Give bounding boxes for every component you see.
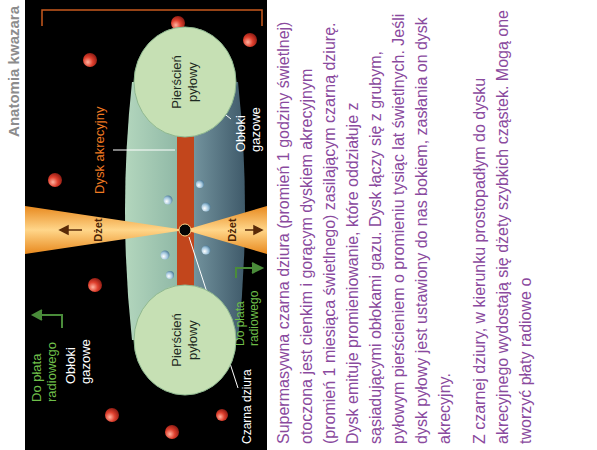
gas-clouds <box>48 16 257 439</box>
description-text: Supermasywna czarna dziura (promień 1 go… <box>272 6 456 444</box>
black-hole <box>179 224 191 236</box>
jet-beam <box>25 206 185 254</box>
black-panel <box>25 0 267 450</box>
part-label: Dysk akrecyjny <box>93 94 108 194</box>
leader-line <box>113 150 175 151</box>
blue-cloud <box>202 203 211 212</box>
radio-lobe-arrow <box>33 310 62 328</box>
ring-label: Pierścień pyłowy <box>169 300 200 380</box>
dust-ring: Pierścień pyłowy <box>133 284 237 396</box>
jet-beam <box>185 206 267 254</box>
red-cloud <box>243 33 257 47</box>
jet-label: Dżet <box>92 210 105 250</box>
orange-bracket <box>42 10 262 26</box>
red-cloud <box>48 173 62 187</box>
jet-direction-arrow <box>60 226 82 234</box>
blue-cloud <box>164 196 173 205</box>
blue-cloud <box>161 251 170 260</box>
ring-label: Pierścień pyłowy <box>169 42 200 122</box>
jet-label: Dżet <box>226 210 239 250</box>
blue-cloud <box>196 180 204 188</box>
blue-cloud <box>166 271 174 279</box>
red-cloud <box>105 408 119 422</box>
red-cloud <box>83 53 97 67</box>
part-label: Obłoki gazowe <box>234 92 264 152</box>
red-cloud <box>165 425 179 439</box>
diagram-title: Anatomia kwazara <box>5 6 22 170</box>
blue-cloud <box>202 246 211 255</box>
ring-ellipse <box>134 285 236 395</box>
red-cloud <box>216 409 228 421</box>
radio-lobe-label: Do płata radiowego <box>30 330 60 402</box>
jet-direction-arrow <box>245 226 262 234</box>
part-label: Obłoki gazowe <box>64 328 94 384</box>
description-text: Z czarnej dziury, w kierunku prostopadły… <box>468 6 537 444</box>
dust-ring: Pierścień pyłowy <box>133 26 237 138</box>
part-label: Czarna dziura <box>241 354 255 444</box>
radio-lobe-label: Do płata radiowego <box>234 276 262 346</box>
red-cloud <box>88 278 102 292</box>
radio-lobe-arrow <box>236 263 262 278</box>
ring-ellipse <box>134 27 236 137</box>
